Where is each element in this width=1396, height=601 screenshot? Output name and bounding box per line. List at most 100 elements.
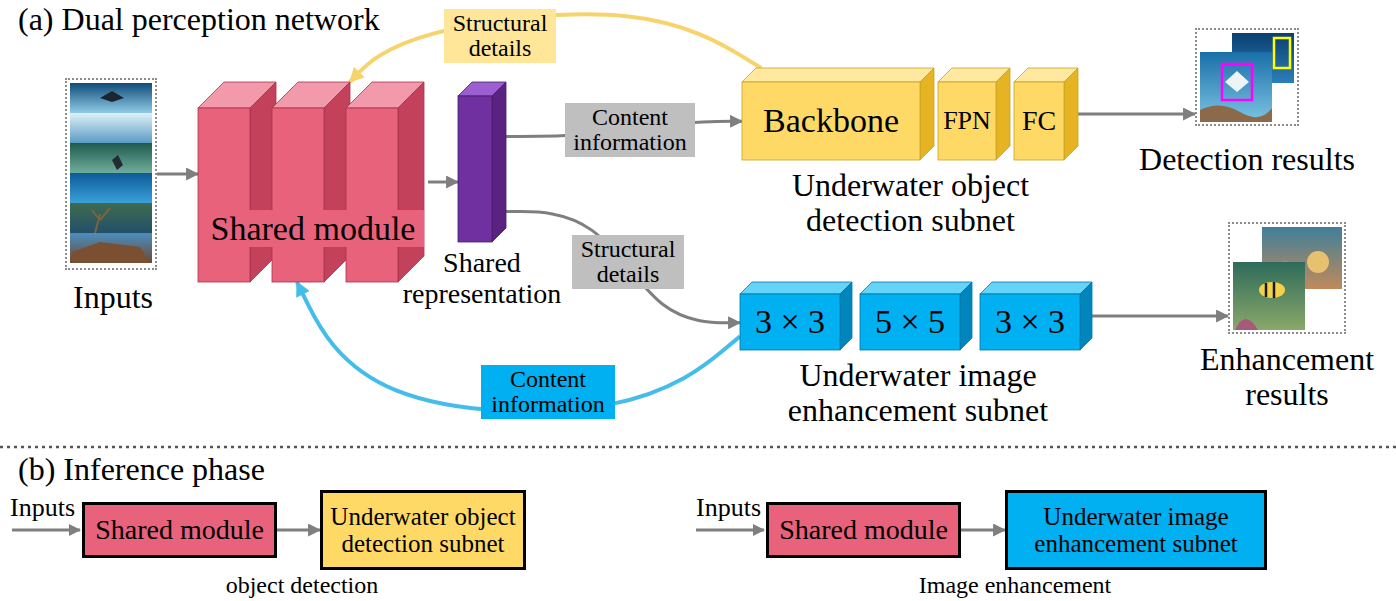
node-label: Underwater object detection subnet: [327, 503, 519, 558]
detection-box: [1222, 64, 1252, 100]
reef-figure: [1200, 105, 1272, 122]
process-box: Underwater object detection subnet: [320, 490, 526, 570]
label-holder: Content information: [481, 365, 615, 419]
box-side-face: [996, 68, 1010, 160]
box-top-face: [980, 282, 1092, 294]
section-title: (a) Dual perception network: [18, 2, 380, 37]
process-box: Shared module: [82, 502, 277, 558]
node-label: Underwater object detection subnet: [738, 168, 1083, 238]
box-side-face: [1080, 282, 1092, 350]
image-frame: Detection results: [1195, 28, 1299, 126]
section-divider: [0, 446, 1396, 449]
box-front-face: [346, 108, 398, 282]
arrow-connector: [277, 529, 320, 532]
box-side-face: [920, 68, 934, 160]
box-side-face: [492, 82, 506, 242]
node-label: 5 × 5: [875, 303, 945, 340]
image-frame: Inputs: [65, 78, 157, 270]
input-photo: [70, 143, 152, 173]
node-label: Detection results: [1127, 142, 1367, 177]
box-front-face: [938, 82, 996, 160]
label-holder: Image enhancement: [885, 572, 1145, 598]
process-box: Shared module: [766, 502, 961, 558]
edge-label: Content information: [565, 103, 695, 157]
box-side-face: [960, 282, 972, 350]
feature-slab: Shared representation: [458, 82, 506, 242]
node-label: Shared module: [95, 515, 264, 546]
section-title: (b) Inference phase: [18, 452, 265, 487]
manta-figure: [100, 91, 124, 102]
subnet-group: Underwater image enhancement subnet 3 × 3…: [738, 278, 1098, 428]
wreck-figure: [72, 242, 150, 263]
input-arrow: [12, 529, 80, 532]
box-top-face: [860, 282, 972, 294]
result-photo: [1233, 262, 1305, 330]
input-photo: [70, 113, 152, 143]
box-front-face: [1014, 82, 1064, 160]
coral-figure: [1307, 251, 1329, 273]
input-arrow: [696, 529, 764, 532]
arrow-connector: [157, 173, 198, 176]
detection-box: [1274, 38, 1290, 68]
box-front-face: [458, 96, 492, 242]
node-label: Enhancement results: [1193, 342, 1381, 412]
layer-box: FC: [1014, 68, 1078, 160]
label-holder: Structural details: [444, 9, 556, 63]
coral-branch: [92, 208, 110, 233]
node-label: 3 × 3: [995, 303, 1065, 340]
module-stack: Shared module: [198, 82, 428, 282]
layer-box: 3 × 3: [980, 282, 1092, 350]
box-side-face: [840, 282, 852, 350]
process-box: Underwater image enhancement subnet: [1005, 490, 1267, 570]
node-label: Underwater image enhancement subnet: [1012, 503, 1260, 558]
layer-box: 3 × 3: [740, 282, 852, 350]
node-label: Shared module: [779, 515, 948, 546]
edge-label: Structural details: [572, 235, 684, 289]
box-front-face: [198, 108, 250, 282]
image-frame: Enhancement results: [1228, 222, 1346, 334]
node-label: Shared module: [202, 210, 424, 247]
node-label: Inputs: [47, 280, 179, 315]
label-holder: (a) Dual perception network: [18, 2, 380, 37]
input-photo: [70, 173, 152, 203]
input-label: Inputs: [696, 494, 761, 523]
label-holder: object detection: [172, 572, 432, 598]
box-side-face: [398, 82, 424, 282]
input-photo: [70, 83, 152, 113]
box-front-face: [742, 82, 920, 160]
box-front-face: [272, 108, 324, 282]
subnet-group: Underwater object detection subnet Backbo…: [738, 60, 1083, 245]
label-holder: Inputs: [696, 494, 761, 523]
arrow-connector: [1078, 113, 1195, 116]
node-label: Backbone: [763, 102, 899, 139]
box-front-face: [860, 294, 960, 350]
input-label: Inputs: [10, 494, 75, 523]
node-label: FC: [1022, 106, 1056, 137]
box-top-face: [742, 68, 934, 82]
fish-figure: [1259, 282, 1285, 298]
label-holder: (b) Inference phase: [18, 452, 265, 487]
arrow-connector: [1092, 315, 1228, 318]
layer-box: 5 × 5: [860, 282, 972, 350]
arrow-connector: [428, 181, 458, 184]
result-photo: [1200, 52, 1272, 122]
input-photo: [70, 203, 152, 233]
node-label: FPN: [943, 107, 991, 136]
layer-box: Backbone: [742, 68, 934, 160]
manta-figure: [1225, 71, 1249, 92]
edge-label: Structural details: [444, 9, 556, 63]
edge-label: Content information: [481, 365, 615, 419]
box-front-face: [980, 294, 1080, 350]
label-holder: Structural details: [572, 235, 684, 289]
label-holder: Content information: [565, 103, 695, 157]
box-top-face: [740, 282, 852, 294]
diver-figure: [112, 155, 123, 170]
node-label: Underwater image enhancement subnet: [738, 358, 1098, 428]
box-front-face: [740, 294, 840, 350]
box-side-face: [1064, 68, 1078, 160]
caption-label: object detection: [172, 572, 432, 598]
node-label: 3 × 3: [755, 303, 825, 340]
arrow-connector: [961, 529, 1005, 532]
node-label: Shared representation: [392, 248, 572, 310]
caption-label: Image enhancement: [885, 572, 1145, 598]
